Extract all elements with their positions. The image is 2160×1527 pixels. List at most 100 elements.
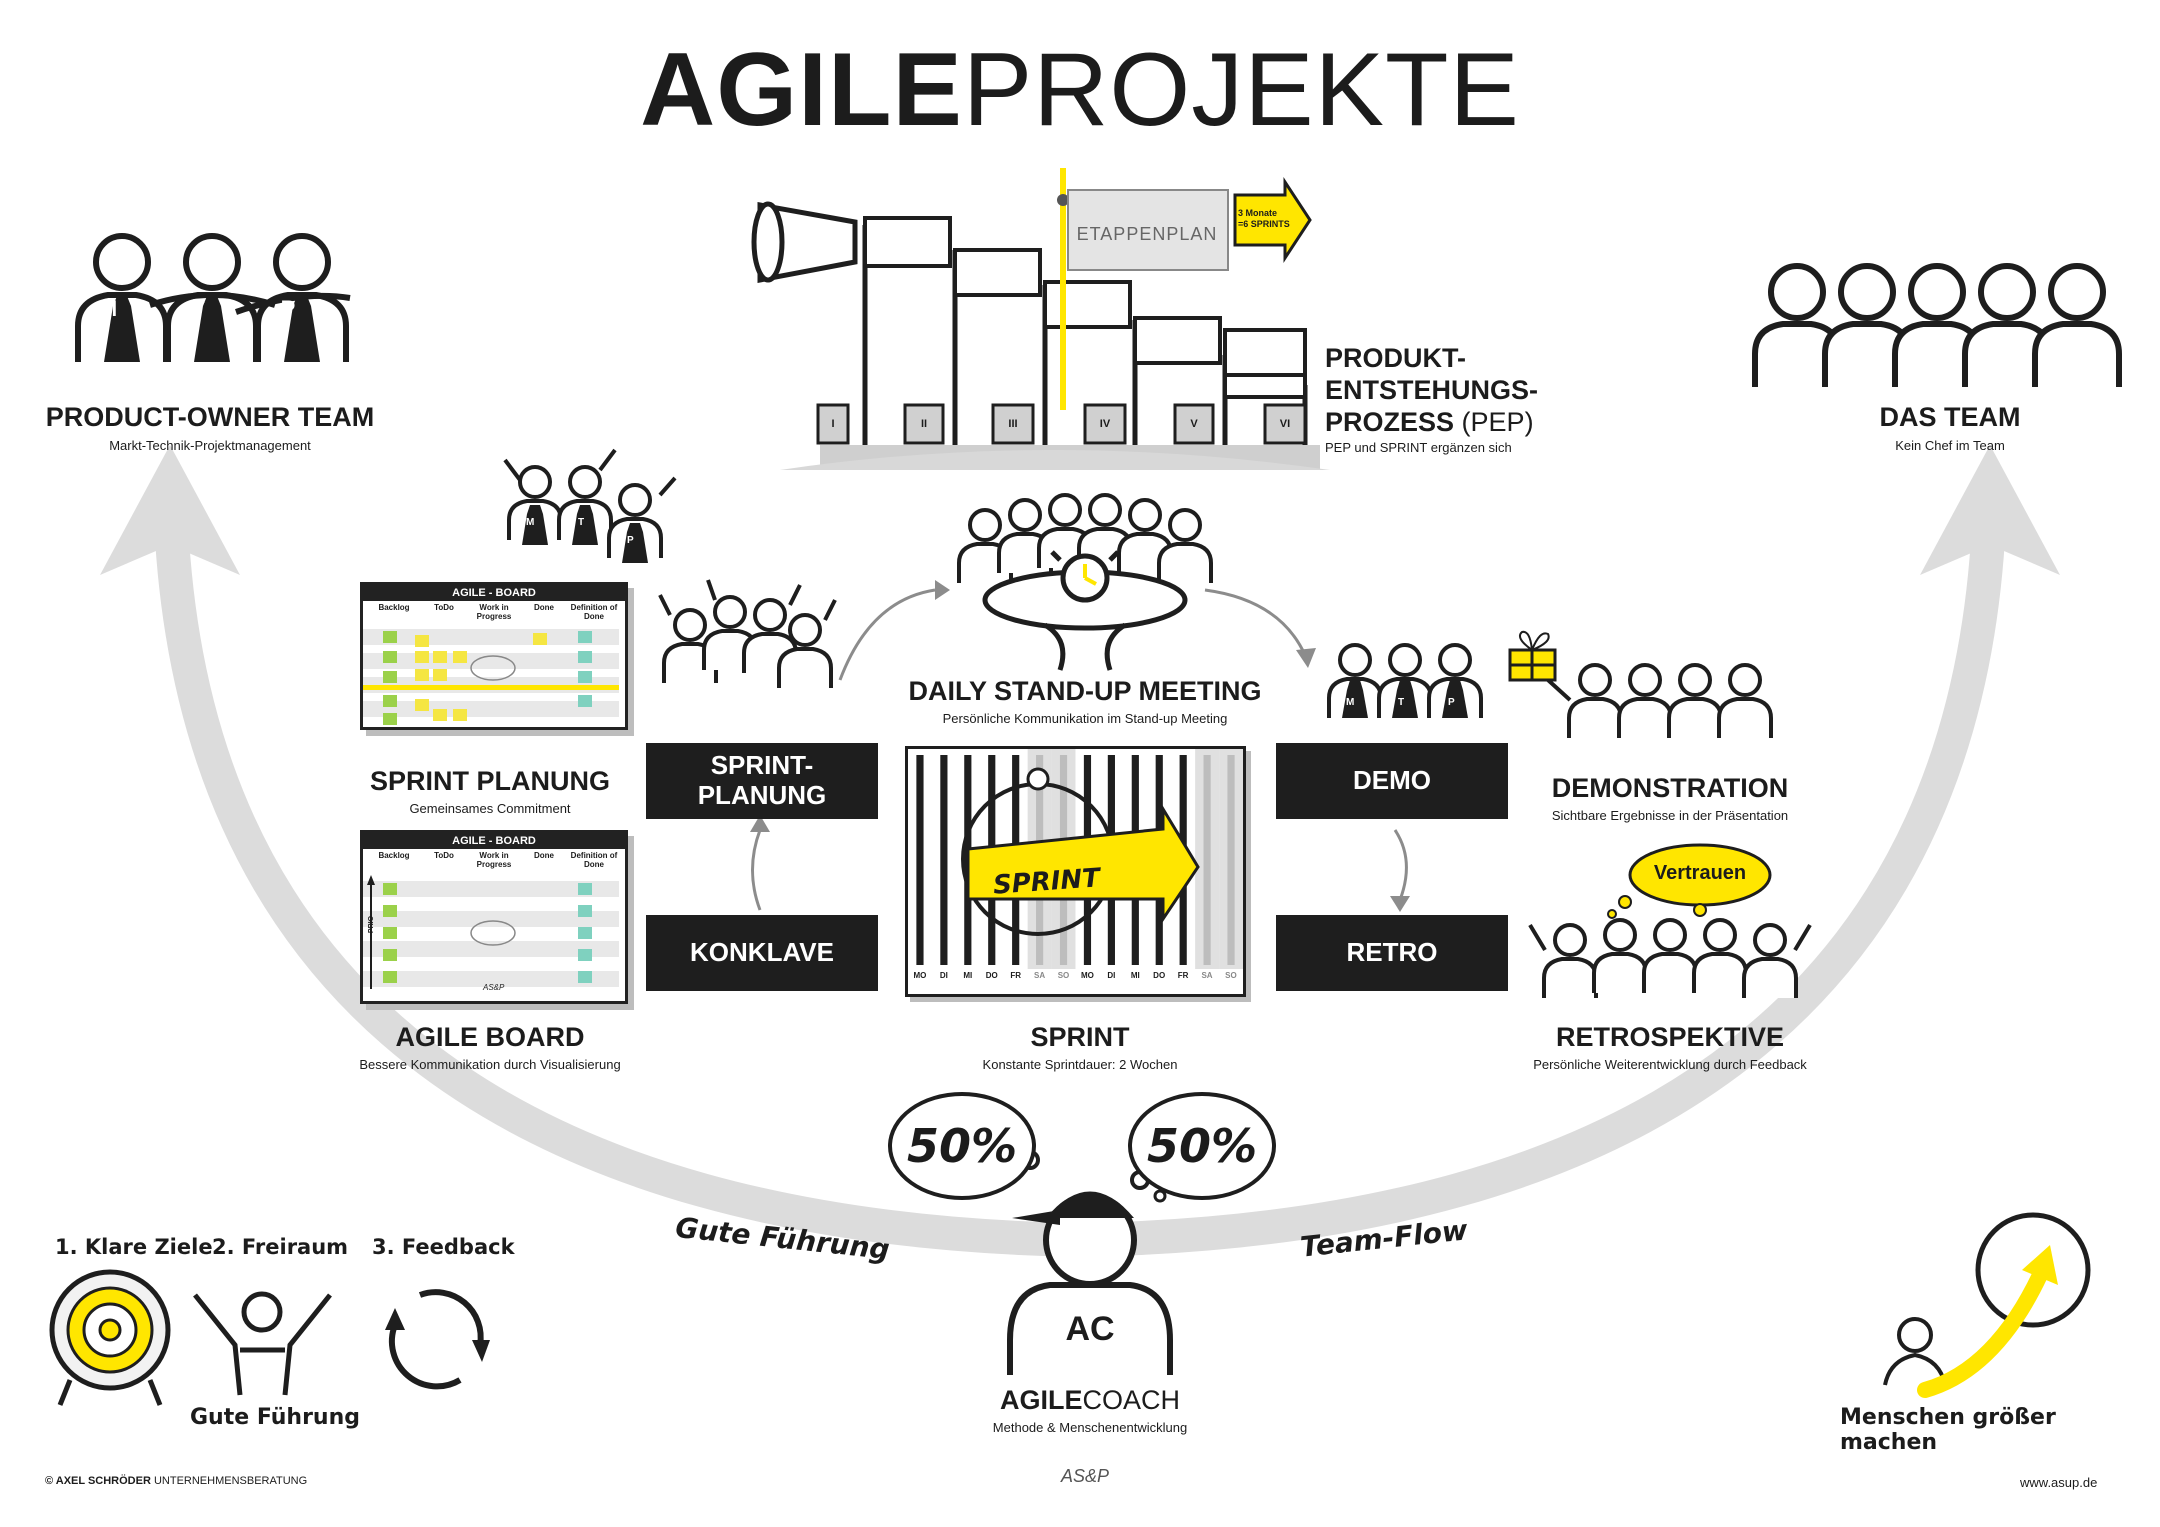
feedback-cycle-icon <box>385 1289 490 1390</box>
etappenplan-label: ETAPPENPLAN <box>1076 224 1218 244</box>
principles-caption: Gute Führung <box>190 1405 360 1430</box>
arc-arrowhead-left <box>100 445 240 575</box>
board-col: Definition of Done <box>570 851 618 869</box>
thumbs-badge-t: T <box>578 517 585 528</box>
badge-p: P <box>280 296 296 321</box>
sprint-day-label: SA <box>1201 971 1213 980</box>
pep-title-line-1: PRODUKT- <box>1325 343 1466 373</box>
demo-mtp-figures <box>1327 643 1483 720</box>
demo-badge-m: M <box>1346 697 1355 708</box>
board-col: ToDo <box>434 851 454 860</box>
arrow-line-1: 3 Monate <box>1238 208 1278 218</box>
badge-m: M <box>98 296 118 321</box>
coach-subtitle: Methode & Menschenentwicklung <box>992 1420 1188 1435</box>
sprint-day-strip <box>940 755 948 965</box>
stage-4: IV <box>1099 418 1111 430</box>
demo-badge-p: P <box>1448 697 1455 708</box>
box-sprint-planung[interactable]: SPRINT-PLANUNG <box>646 743 878 819</box>
sprint-planung-subtitle: Gemeinsames Commitment <box>409 801 571 816</box>
demo-badge-t: T <box>1398 697 1405 708</box>
coach-title-light: COACH <box>1082 1385 1181 1415</box>
board-col: Definition of Done <box>570 603 618 621</box>
thought-bubble-right: 50% <box>1128 1092 1276 1200</box>
team-thumbs-figures <box>658 579 837 690</box>
vertrauen-bubble: Vertrauen <box>1653 862 1747 884</box>
pep-subtitle: PEP und SPRINT ergänzen sich <box>1325 440 1512 455</box>
box-sprint-planung-line-2: PLANUNG <box>697 780 827 810</box>
thumbs-up-mtp-figures <box>503 448 677 563</box>
das-team-title: DAS TEAM <box>1879 402 2021 432</box>
agile-board-overview: AGILE - BOARD Backlog ToDo Work in Progr… <box>360 830 628 1004</box>
sprint-day-label: SO <box>1057 971 1070 980</box>
sprint-day-label: MO <box>913 971 927 980</box>
pep-illustration <box>751 168 1330 470</box>
pep-title-abbr: (PEP) <box>1461 407 1534 437</box>
po-team-subtitle: Markt-Technik-Projektmanagement <box>109 438 311 453</box>
demonstration-subtitle: Sichtbare Ergebnisse in der Präsentation <box>1551 808 1789 823</box>
board-col: Backlog <box>378 603 410 612</box>
stage-3: III <box>1008 418 1018 430</box>
footer-url[interactable]: www.asup.de <box>2020 1475 2098 1490</box>
box-konklave[interactable]: KONKLAVE <box>646 915 878 991</box>
board-col: ToDo <box>434 603 454 612</box>
arrow-demo-to-retro <box>1393 829 1408 901</box>
title-light: PROJEKTE <box>962 32 1520 148</box>
sprint-day-label: DO <box>985 971 998 980</box>
pep-title-line-2: ENTSTEHUNGS- <box>1325 375 1539 405</box>
board-col: Done <box>534 603 554 612</box>
target-icon <box>49 1269 171 1406</box>
sprint-day-label: FR <box>1177 971 1189 980</box>
stage-1: I <box>831 418 835 430</box>
agile-board-subtitle: Bessere Kommunikation durch Visualisieru… <box>359 1057 621 1072</box>
principle-2: 2. Freiraum <box>212 1235 349 1259</box>
sprint-calendar-strips <box>916 749 1243 969</box>
stage-5: V <box>1190 418 1198 430</box>
grow-caption: Menschen größer machen <box>1840 1405 2056 1455</box>
badge-t: T <box>191 296 205 321</box>
thumbs-badge-p: P <box>627 535 634 546</box>
board-col: Work in Progress <box>476 851 512 869</box>
arc-arrowhead-right <box>1920 445 2060 575</box>
board-columns: Backlog ToDo Work in Progress Done Defin… <box>363 601 625 623</box>
sprint-day-label: DO <box>1153 971 1166 980</box>
das-team-figures <box>1755 266 2119 387</box>
title-bold: AGILE <box>640 32 963 148</box>
principle-1: 1. Klare Ziele <box>55 1235 213 1259</box>
sprint-day-label: MI <box>1130 971 1140 980</box>
demonstration-figures <box>1508 630 1773 740</box>
sprint-subtitle: Konstante Sprintdauer: 2 Wochen <box>982 1057 1178 1072</box>
board-head: AGILE - BOARD <box>363 585 625 601</box>
board-col: Work in Progress <box>476 603 512 621</box>
sprint-duration-arrow: 3 Monate =6 SPRINTS <box>1238 208 1298 230</box>
board-columns: Backlog ToDo Work in Progress Done Defin… <box>363 849 625 871</box>
box-demo[interactable]: DEMO <box>1276 743 1508 819</box>
board-prio-label: PRIO <box>368 915 376 934</box>
board-stickies <box>363 629 619 725</box>
board-head: AGILE - BOARD <box>363 833 625 849</box>
sprint-planung-title: SPRINT PLANUNG <box>369 766 610 796</box>
footer-logo: AS&P <box>1060 1466 1110 1486</box>
arrow-line-2: =6 SPRINTS <box>1238 219 1290 229</box>
freiraum-person-icon <box>193 1291 332 1396</box>
daily-subtitle: Persönliche Kommunikation im Stand-up Me… <box>942 711 1228 726</box>
demonstration-title: DEMONSTRATION <box>1551 773 1789 803</box>
sprint-title: SPRINT <box>1030 1022 1130 1052</box>
board-stickies <box>363 875 619 989</box>
stage-6: VI <box>1279 418 1291 430</box>
pep-title-line-3: PROZESS <box>1325 407 1455 437</box>
sprint-day-label: DI <box>939 971 948 980</box>
sprint-day-strip <box>1227 755 1235 965</box>
daily-standup-figures <box>957 493 1213 671</box>
thumbs-badge-m: M <box>526 517 535 528</box>
sprint-day-label: FR <box>1010 971 1021 980</box>
box-retro[interactable]: RETRO <box>1276 915 1508 991</box>
board-col: Backlog <box>378 851 410 860</box>
agile-coach-figure <box>1003 1150 1173 1375</box>
board-mark: AS&P <box>483 983 505 992</box>
sprint-day-label: MI <box>963 971 973 980</box>
retrospektive-title: RETROSPEKTIVE <box>1555 1022 1785 1052</box>
sprint-day-strip <box>1203 755 1211 965</box>
